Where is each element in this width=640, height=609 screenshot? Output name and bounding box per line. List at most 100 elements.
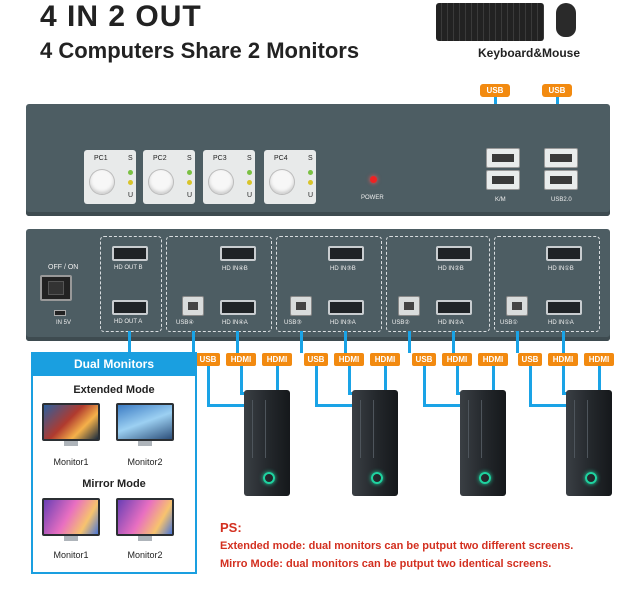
usb-2-label: USB② [392, 320, 410, 326]
usb-4-label: USB④ [176, 320, 194, 326]
led-icon [128, 180, 133, 185]
pc1-panel: PC1 S U [84, 150, 136, 204]
computer-tower-icon [352, 390, 398, 496]
km-label: K/M [495, 197, 506, 203]
hdmi-in-1a-port[interactable] [546, 300, 582, 315]
usb2-label: USB2.0 [551, 197, 572, 203]
cable [384, 366, 387, 394]
pc3-panel: PC3 S U [203, 150, 255, 204]
dc-port[interactable] [54, 310, 66, 316]
pc1-label: PC1 [94, 155, 108, 162]
monitor-stand [138, 536, 152, 541]
computer-tower-icon [244, 390, 290, 496]
note-extended: Extended mode: dual monitors can be putp… [220, 540, 574, 552]
hdmi-in-4a-port[interactable] [220, 300, 256, 315]
monitor-stand [64, 536, 78, 541]
cable [128, 331, 131, 353]
cable [598, 366, 601, 394]
monitor-stand [64, 441, 78, 446]
led-icon [128, 170, 133, 175]
usb-cable-tag: USB [518, 353, 542, 366]
hd-in-4b-label: HD IN④B [222, 266, 248, 272]
hd-out-b-label: HD OUT B [114, 265, 143, 271]
page-subtitle: 4 Computers Share 2 Monitors [40, 38, 360, 63]
monitor-icon [116, 403, 174, 441]
cable [315, 366, 318, 406]
hdmi-cable-tag: HDMI [226, 353, 256, 366]
led-icon [308, 180, 313, 185]
input-group-1 [494, 236, 600, 332]
usb-3-port[interactable] [290, 296, 312, 316]
computer-tower-icon [460, 390, 506, 496]
cable [232, 274, 235, 296]
hdmi-out-a-port[interactable] [112, 300, 148, 315]
hd-in-3a-label: HD IN③A [330, 320, 356, 326]
note-mirror: Mirro Mode: dual monitors can be putput … [220, 558, 552, 570]
hd-out-a-label: HD OUT A [114, 319, 143, 325]
usb-tag: USB [480, 84, 510, 97]
dual-monitors-header: Dual Monitors [31, 352, 197, 376]
cable [344, 331, 347, 353]
hdmi-cable-tag: HDMI [548, 353, 578, 366]
monitor-icon [42, 498, 100, 536]
hdmi-cable-tag: HDMI [584, 353, 614, 366]
cable [207, 404, 247, 407]
cable [408, 331, 411, 353]
usb-port[interactable] [486, 170, 520, 190]
led-icon [187, 180, 192, 185]
usb-1-label: USB① [500, 320, 518, 326]
u-label: U [187, 192, 193, 199]
hdmi-cable-tag: HDMI [442, 353, 472, 366]
usb-port[interactable] [486, 148, 520, 168]
monitor2-label: Monitor2 [127, 457, 163, 467]
hdmi-in-1b-port[interactable] [546, 246, 582, 261]
usb-3-label: USB③ [284, 320, 302, 326]
usb-4-port[interactable] [182, 296, 204, 316]
cable [452, 331, 455, 353]
hdmi-in-4b-port[interactable] [220, 246, 256, 261]
cable [315, 404, 353, 407]
cable [207, 366, 210, 406]
usb-port[interactable] [544, 148, 578, 168]
power-label: POWER [361, 195, 384, 201]
monitor1-label: Monitor1 [53, 550, 89, 560]
hd-in-4a-label: HD IN④A [222, 320, 248, 326]
usb-port[interactable] [544, 170, 578, 190]
monitor-stand [138, 441, 152, 446]
cable [562, 331, 565, 353]
cable [562, 366, 565, 394]
pc2-button[interactable] [149, 170, 173, 194]
pc4-label: PC4 [274, 155, 288, 162]
cable [456, 366, 459, 394]
pc2-panel: PC2 S U [143, 150, 195, 204]
u-label: U [128, 192, 134, 199]
hd-in-2a-label: HD IN②A [438, 320, 464, 326]
s-label: S [187, 155, 192, 162]
cable [529, 366, 532, 406]
hdmi-in-3a-port[interactable] [328, 300, 364, 315]
hdmi-in-3b-port[interactable] [328, 246, 364, 261]
hdmi-out-b-port[interactable] [112, 246, 148, 261]
hdmi-in-2b-port[interactable] [436, 246, 472, 261]
led-icon [308, 170, 313, 175]
power-switch[interactable] [40, 275, 72, 301]
hd-in-1a-label: HD IN①A [548, 320, 574, 326]
usb-2-port[interactable] [398, 296, 420, 316]
pc4-button[interactable] [270, 170, 294, 194]
output-group [100, 236, 162, 332]
hdmi-in-2a-port[interactable] [436, 300, 472, 315]
hd-in-3b-label: HD IN③B [330, 266, 356, 272]
hdmi-cable-tag: HDMI [262, 353, 292, 366]
keyboard-icon [436, 3, 544, 41]
hdmi-cable-tag: HDMI [370, 353, 400, 366]
pc1-button[interactable] [90, 170, 114, 194]
led-icon [247, 170, 252, 175]
monitor1-label: Monitor1 [53, 457, 89, 467]
usb-tag: USB [542, 84, 572, 97]
pc3-button[interactable] [209, 170, 233, 194]
cable [276, 366, 279, 394]
monitor-icon [42, 403, 100, 441]
pc3-label: PC3 [213, 155, 227, 162]
u-label: U [247, 192, 253, 199]
usb-1-port[interactable] [506, 296, 528, 316]
